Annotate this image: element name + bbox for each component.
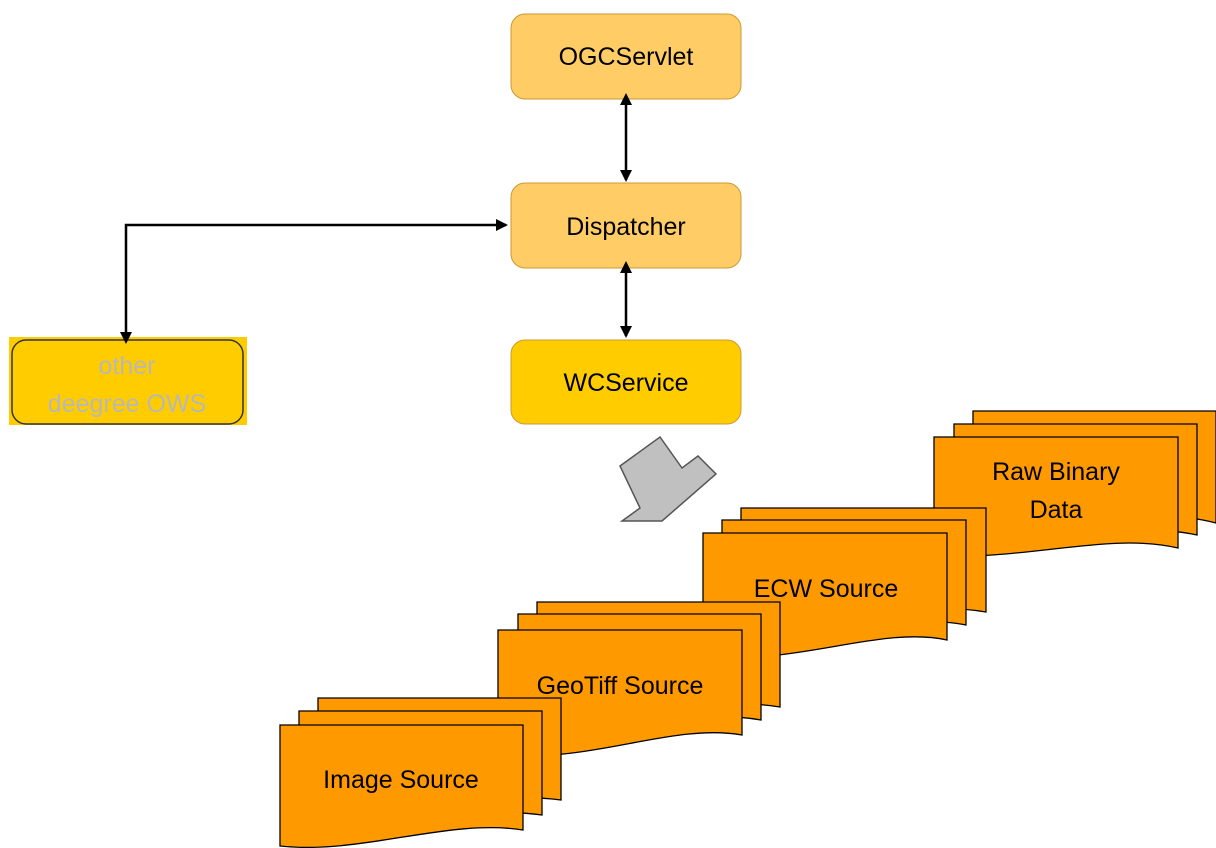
wcservice-node: WCService	[510, 339, 742, 425]
ecw-source-label: ECW Source	[754, 575, 898, 603]
image-source-stack: Image Source	[279, 697, 562, 848]
other-ows-label-line2: deegree OWS	[48, 390, 206, 418]
geotiff-source-stack: GeoTiff Source	[497, 601, 781, 756]
raw-binary-label-line2: Data	[1030, 496, 1083, 524]
ogc-servlet-label: OGCServlet	[559, 43, 694, 71]
geotiff-source-label: GeoTiff Source	[537, 672, 704, 700]
ogc-servlet-node: OGCServlet	[510, 13, 742, 100]
wcservice-label: WCService	[563, 369, 688, 397]
ows-dispatcher-connector	[120, 219, 508, 344]
other-ows-label-line1: other	[99, 352, 156, 380]
dispatcher-node: Dispatcher	[510, 182, 742, 269]
dispatcher-label: Dispatcher	[566, 213, 686, 241]
gray-down-arrow-icon	[619, 435, 718, 522]
other-ows-node: other deegree OWS	[9, 337, 247, 425]
raw-binary-label-line1: Raw Binary	[992, 458, 1120, 486]
image-source-label: Image Source	[323, 766, 479, 794]
raw-binary-source-stack: Raw Binary Data	[933, 410, 1216, 558]
